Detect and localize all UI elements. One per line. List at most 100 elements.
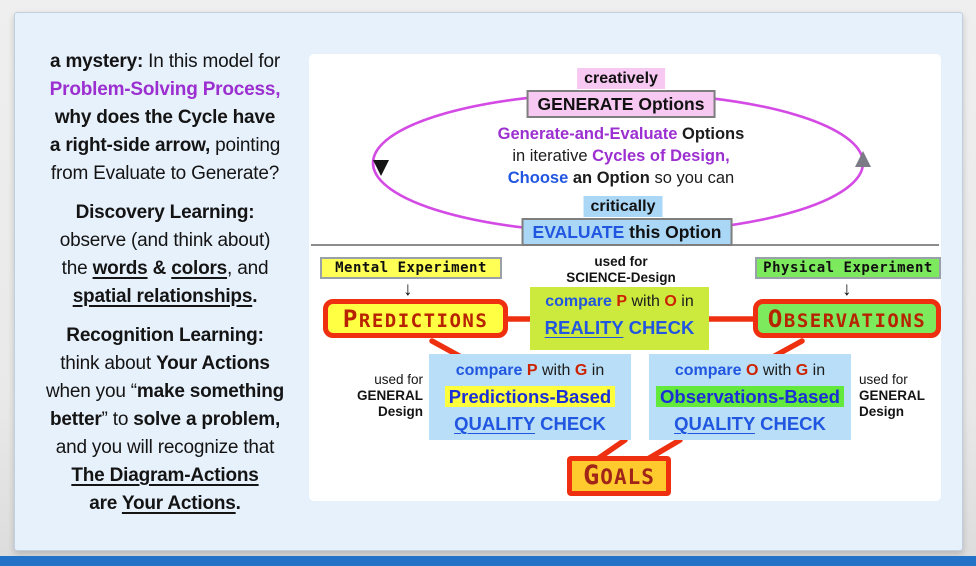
evaluate-option-box: EVALUATE this Option	[521, 218, 733, 246]
quality-underlined: QUALITY	[674, 413, 755, 434]
quality-underlined: QUALITY	[454, 413, 535, 434]
general-text: GENERAL	[859, 388, 926, 403]
why-cycle-line: why does the Cycle have	[54, 107, 276, 128]
this-option-label: this Option	[624, 222, 722, 242]
cycles-of-design: Cycles of Design,	[592, 147, 730, 165]
spatial-line: spatial relationships.	[23, 283, 307, 311]
reality-underlined: REALITY	[544, 317, 624, 338]
discovery-learning-heading: Discovery Learning:	[75, 202, 255, 223]
goals-label: GOALS	[583, 460, 655, 491]
qr-quality-check-line: QUALITY CHECK	[649, 410, 851, 437]
physical-down-arrow: ↓	[842, 279, 852, 300]
slide-card: a mystery: In this model for Problem-Sol…	[14, 12, 963, 551]
general-text: GENERAL	[356, 388, 423, 403]
paragraph-gap	[23, 311, 307, 322]
pointing-text: pointing	[210, 135, 281, 156]
observe-line: observe (and think about)	[59, 230, 271, 251]
when-you: when you “	[45, 381, 137, 402]
in-text: in	[587, 362, 605, 379]
from-evaluate-line: from Evaluate to Generate?	[50, 163, 280, 184]
choose-blue: Choose	[507, 169, 569, 187]
in-iterative: in iterative	[512, 147, 593, 165]
are-bold: are	[89, 493, 122, 514]
colors-underlined: colors	[171, 258, 228, 279]
paragraph-gap	[23, 188, 307, 199]
science-design-text: SCIENCE-Design	[566, 270, 676, 285]
recognize-line: and you will recognize that	[55, 437, 275, 458]
ampersand: &	[147, 258, 172, 279]
period: .	[235, 493, 241, 514]
better-bold: better	[49, 409, 102, 430]
with-text: with	[537, 362, 575, 379]
generate-and-evaluate: Generate-and-Evaluate	[497, 125, 678, 143]
creatively-tag: creatively	[577, 68, 665, 89]
mental-experiment-tag: Mental Experiment	[320, 257, 502, 279]
cycle-left-down-arrowhead	[373, 160, 389, 176]
predictions-based-line: Predictions-Based	[429, 383, 631, 410]
predictions-quality-check-box: compare P with G in Predictions-Based QU…	[429, 354, 631, 440]
mental-down-arrow: ↓	[403, 279, 413, 300]
bottom-bar	[0, 556, 976, 566]
period: .	[252, 286, 258, 307]
in-text: in	[808, 362, 826, 379]
design-text: Design	[377, 404, 423, 419]
used-for-science-label: used for SCIENCE-Design	[566, 254, 676, 286]
with-text: with	[627, 293, 665, 310]
words-underlined: words	[92, 258, 148, 279]
your-actions-underlined: Your Actions	[121, 493, 236, 514]
compare-blue: compare	[455, 362, 527, 379]
predictions-based-highlight: Predictions-Based	[444, 386, 616, 407]
compare-blue: compare	[674, 362, 746, 379]
mystery-line-1: a mystery: In this model for	[23, 48, 307, 76]
think-about: think about	[60, 353, 157, 374]
solve-problem-bold: solve a problem,	[133, 409, 281, 430]
problem-solving-process: Problem-Solving Process,	[49, 79, 281, 100]
reality-check-line: REALITY CHECK	[530, 314, 709, 341]
arrow-bold: a right-side arrow,	[49, 135, 211, 156]
g-red: G	[795, 362, 809, 379]
right-side-arrow-line: a right-side arrow, pointing	[23, 132, 307, 160]
compare-blue: compare	[545, 293, 617, 310]
spatial-underlined: spatial relationships	[72, 286, 253, 307]
in-text: in	[676, 293, 694, 310]
recognition-learning-heading: Recognition Learning:	[66, 325, 264, 346]
o-red: O	[745, 362, 759, 379]
observations-based-highlight: Observations-Based	[656, 386, 844, 407]
predictions-label: PREDICTIONS	[342, 304, 489, 333]
ql-compare-line: compare P with G in	[429, 359, 631, 383]
generate-options-box: GENERATE Options	[526, 90, 716, 118]
p-red: P	[526, 362, 538, 379]
qr-compare-line: compare O with G in	[649, 359, 851, 383]
o-red: O	[664, 293, 677, 310]
observations-based-line: Observations-Based	[649, 383, 851, 410]
make-something-bold: make something	[136, 381, 285, 402]
used-for-text: used for	[374, 372, 423, 387]
think-about-line: think about Your Actions	[23, 350, 307, 378]
generate-options-label: GENERATE Options	[537, 94, 705, 114]
goals-node: GOALS	[567, 456, 671, 496]
used-for-general-right: used for GENERAL Design	[859, 372, 945, 420]
physical-experiment-tag: Physical Experiment	[755, 257, 941, 279]
diagram-actions-line: The Diagram-Actions	[23, 462, 307, 490]
left-text-panel: a mystery: In this model for Problem-Sol…	[23, 48, 307, 518]
check-text: CHECK	[623, 317, 695, 338]
are-your-actions-line: are Your Actions.	[23, 490, 307, 518]
ql-quality-check-line: QUALITY CHECK	[429, 410, 631, 437]
words-colors-line: the words & colors, and	[23, 255, 307, 283]
used-for-text: used for	[859, 372, 908, 387]
diagram-actions-underlined: The Diagram-Actions	[71, 465, 259, 486]
reality-check-box: compare P with O in REALITY CHECK	[530, 287, 709, 350]
check-text: CHECK	[534, 413, 606, 434]
diagram-panel: creatively GENERATE Options Generate-and…	[309, 54, 941, 501]
cycle-center-text: Generate-and-Evaluate Options in iterati…	[451, 123, 791, 189]
and-text: , and	[227, 258, 269, 279]
cycle-text-line1: Generate-and-Evaluate Options	[451, 123, 791, 145]
g-red: G	[574, 362, 588, 379]
to-text: ” to	[101, 409, 134, 430]
used-for-general-left: used for GENERAL Design	[337, 372, 423, 420]
used-for-text: used for	[594, 254, 648, 269]
cycle-right-up-arrowhead	[855, 151, 871, 167]
evaluate-blue: EVALUATE	[532, 222, 625, 242]
when-you-line: when you “make something	[23, 378, 307, 406]
